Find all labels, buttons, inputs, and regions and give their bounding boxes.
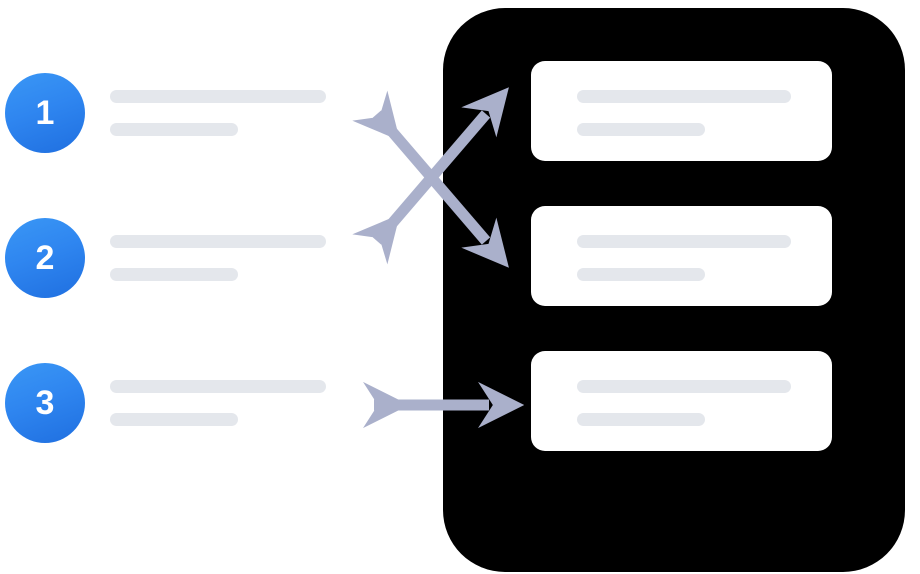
step-three-line-short (110, 413, 238, 426)
card-two-line-long (577, 235, 791, 248)
step-two-line-long (110, 235, 326, 248)
step-two-line-short (110, 268, 238, 281)
step-one-line-long (110, 90, 326, 103)
card-two[interactable] (531, 206, 832, 306)
step-two-number: 2 (35, 239, 55, 277)
card-one-line-long (577, 90, 791, 103)
card-one-line-short (577, 123, 705, 136)
card-two-line-short (577, 268, 705, 281)
card-three-line-short (577, 413, 705, 426)
step-two-badge[interactable]: 2 (5, 218, 85, 298)
card-one[interactable] (531, 61, 832, 161)
step-three-line-long (110, 380, 326, 393)
step-three-badge[interactable]: 3 (5, 363, 85, 443)
card-three-line-long (577, 380, 791, 393)
step-three-number: 3 (35, 384, 55, 422)
step-one-line-short (110, 123, 238, 136)
card-three[interactable] (531, 351, 832, 451)
step-one-number: 1 (35, 94, 55, 132)
step-one-badge[interactable]: 1 (5, 73, 85, 153)
